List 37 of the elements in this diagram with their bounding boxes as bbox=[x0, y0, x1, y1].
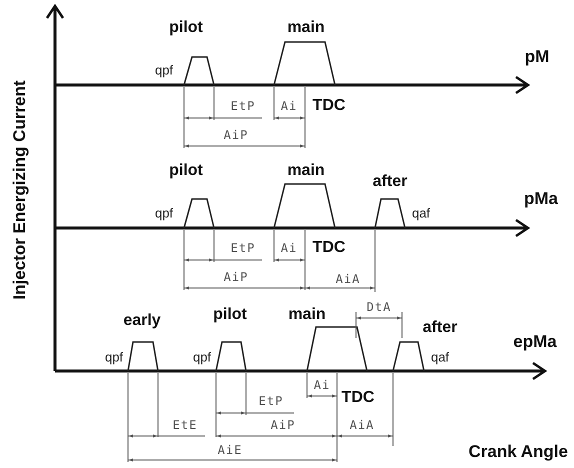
reference-label: TDC bbox=[342, 389, 374, 407]
quantity-label: qaf bbox=[430, 350, 450, 364]
dimension-label: AiP bbox=[270, 418, 296, 432]
pulse-label: early bbox=[123, 312, 161, 330]
quantity-label: qpf bbox=[104, 350, 124, 364]
axis-title: Injector Energizing Current bbox=[10, 80, 30, 300]
pulse-label: pilot bbox=[169, 19, 203, 37]
pulse-label: main bbox=[287, 19, 325, 37]
quantity-label: qpf bbox=[154, 62, 174, 78]
axis-title: Crank Angle bbox=[468, 442, 568, 462]
pulse-label: main bbox=[288, 306, 326, 324]
pulse-label: after bbox=[372, 173, 408, 191]
dimension-label: Ai bbox=[314, 378, 330, 392]
curve-label: pMa bbox=[524, 189, 558, 209]
dimension-label: AiA bbox=[336, 272, 360, 286]
pulse-label: pilot bbox=[169, 162, 203, 180]
quantity-label: qpf bbox=[154, 206, 174, 220]
reference-label: TDC bbox=[312, 97, 346, 115]
dimension-label: Ai bbox=[280, 99, 298, 113]
dimension-label: AiP bbox=[224, 128, 248, 142]
dimension-label: AiE bbox=[218, 443, 242, 457]
dimension-label: EtP bbox=[230, 99, 256, 113]
dimension-label: Ai bbox=[280, 241, 298, 255]
dimension-label: EtP bbox=[230, 241, 256, 255]
dimension-label: DtA bbox=[366, 300, 392, 314]
reference-label: TDC bbox=[312, 239, 346, 257]
dimension-label: EtE bbox=[172, 418, 198, 432]
pulse-label: after bbox=[422, 319, 458, 337]
curve-label: pM bbox=[524, 47, 550, 67]
dimension-label: AiA bbox=[350, 418, 374, 432]
pulse-label: pilot bbox=[213, 306, 247, 324]
pulse-label: main bbox=[287, 162, 325, 180]
dimension-label: EtP bbox=[258, 394, 284, 408]
quantity-label: qpf bbox=[192, 350, 212, 364]
curve-label: epMa bbox=[513, 332, 557, 352]
quantity-label: qaf bbox=[412, 206, 430, 220]
dimension-label: AiP bbox=[224, 270, 248, 284]
